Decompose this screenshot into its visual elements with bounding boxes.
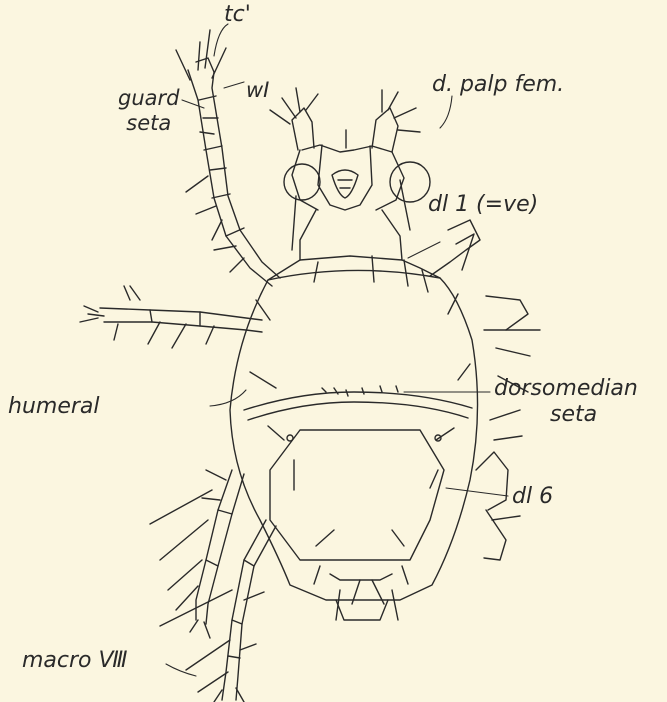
label-macro-iv: macro Ⅷ bbox=[22, 650, 127, 672]
leader-humeral bbox=[210, 390, 246, 406]
gnathosoma bbox=[270, 88, 430, 210]
idiosoma bbox=[230, 180, 478, 620]
label-guard-seta-line1: guard bbox=[118, 88, 179, 109]
label-dorsomedian-seta: dorsomedian seta bbox=[494, 378, 638, 426]
leg-i-left bbox=[176, 30, 280, 286]
label-guard-seta-line2: seta bbox=[118, 113, 179, 134]
leader-d-palp-fem bbox=[440, 96, 452, 128]
label-humeral: humeral bbox=[8, 396, 100, 418]
label-wi: wI bbox=[246, 80, 269, 101]
leader-dl1 bbox=[408, 242, 440, 258]
label-dl6: dl 6 bbox=[512, 486, 553, 508]
label-guard-seta: guard seta bbox=[118, 88, 179, 134]
label-d-palp-fem: d. palp fem. bbox=[432, 74, 564, 96]
leader-guard-seta bbox=[182, 100, 204, 108]
leg-iv-left bbox=[160, 520, 276, 702]
leg-ii-left bbox=[80, 286, 262, 348]
label-dl1: dl 1 (=ve) bbox=[428, 194, 538, 216]
leader-wi bbox=[224, 82, 244, 88]
label-tc: tc' bbox=[224, 4, 251, 26]
label-dorsomedian-line2: seta bbox=[550, 404, 638, 426]
leader-dl6 bbox=[446, 488, 508, 496]
label-dorsomedian-line1: dorsomedian bbox=[494, 378, 638, 400]
leader-tc bbox=[214, 24, 228, 56]
leg-iii-left bbox=[150, 470, 244, 638]
